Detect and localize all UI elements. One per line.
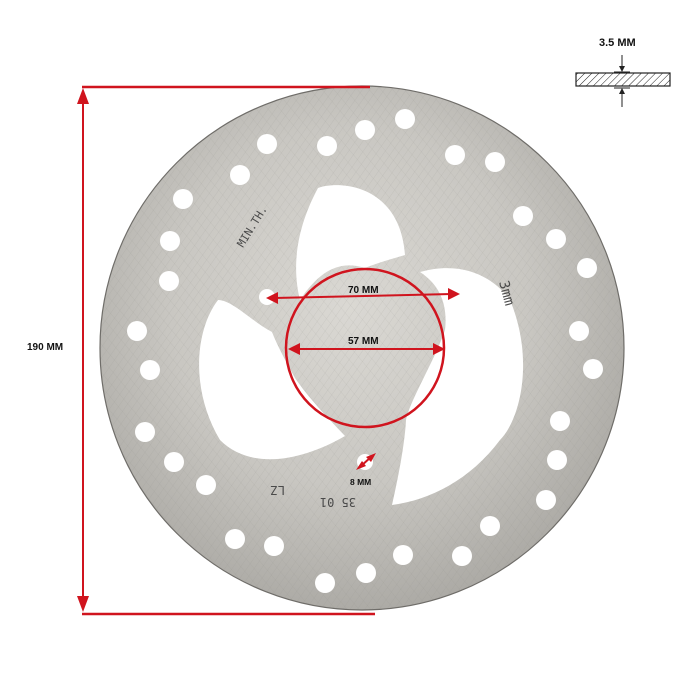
bolt-circle-dimension [266,288,460,304]
thickness-inset [575,55,671,107]
height-dimension [77,85,375,616]
bolt-circle-label: 70 MM [348,285,379,296]
hole-label: 8 MM [350,477,371,487]
hole-dimension [356,453,376,470]
center-bore-dimension [288,343,445,355]
height-label: 190 MM [27,342,63,353]
stamp-code-num: 35 01 [320,495,356,509]
center-bore-circle [284,267,446,429]
stamp-code-lz: LZ [271,483,285,497]
stamp-thickness: 3mm [495,279,517,308]
center-bore-label: 57 MM [348,336,379,347]
thickness-label: 3.5 MM [599,37,636,49]
